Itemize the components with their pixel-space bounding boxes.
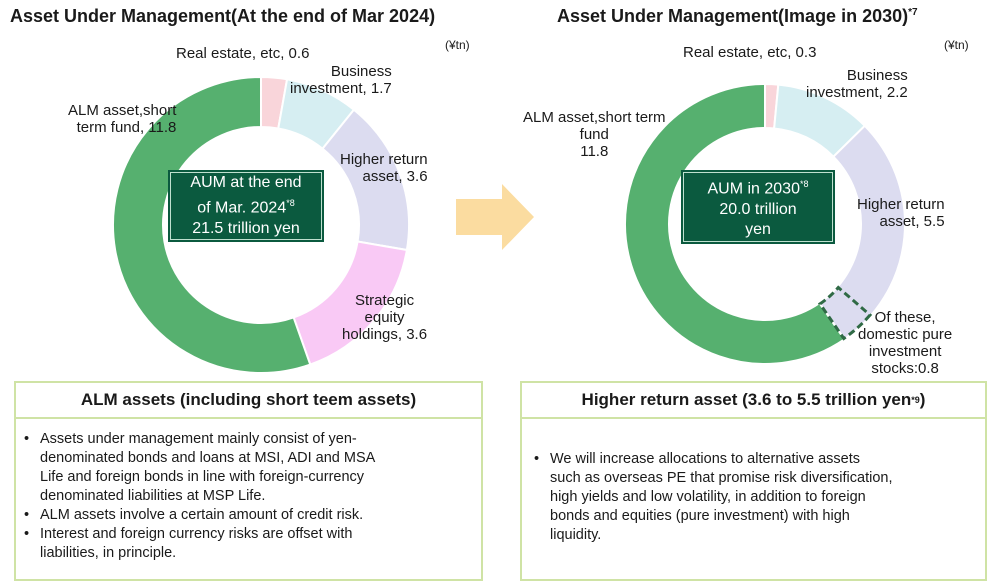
list-item: Interest and foreign currency risks are … — [22, 525, 477, 563]
right-chart-title: Asset Under Management(Image in 2030)*7 — [557, 6, 918, 26]
list-item: ALM assets involve a certain amount of c… — [22, 506, 477, 525]
list-item: Assets under management mainly consist o… — [22, 430, 477, 506]
higher-return-panel: Higher return asset (3.6 to 5.5 trillion… — [520, 381, 987, 581]
left-unit-label: (¥tn) — [445, 38, 470, 52]
slice-alm-asset-short-term-fund — [111, 75, 312, 374]
left-chart-title: Asset Under Management(At the end of Mar… — [10, 6, 436, 26]
alm-assets-panel: ALM assets (including short teem assets)… — [14, 381, 483, 581]
right-label-real-estate: Real estate, etc, 0.3 — [683, 44, 817, 61]
right-unit-label: (¥tn) — [944, 38, 969, 52]
higher-return-panel-heading: Higher return asset (3.6 to 5.5 trillion… — [522, 383, 985, 419]
right-donut-chart — [624, 82, 906, 365]
left-center-summary: AUM at the end of Mar. 2024*8 21.5 trill… — [170, 172, 322, 240]
highlight-domestic-stocks — [817, 285, 873, 341]
alm-bullet-list: Assets under management mainly consist o… — [22, 430, 477, 563]
higher-return-bullet-list: We will increase allocations to alternat… — [532, 450, 982, 545]
right-center-summary: AUM in 2030*8 20.0 trillion yen — [683, 172, 833, 242]
list-item: We will increase allocations to alternat… — [532, 450, 982, 545]
left-donut-chart — [111, 75, 410, 374]
alm-panel-heading: ALM assets (including short teem assets) — [16, 383, 481, 419]
left-label-real-estate: Real estate, etc, 0.6 — [176, 45, 310, 62]
slice-alm-asset-short-term-fund — [624, 82, 846, 365]
transition-arrow-icon — [456, 184, 534, 250]
